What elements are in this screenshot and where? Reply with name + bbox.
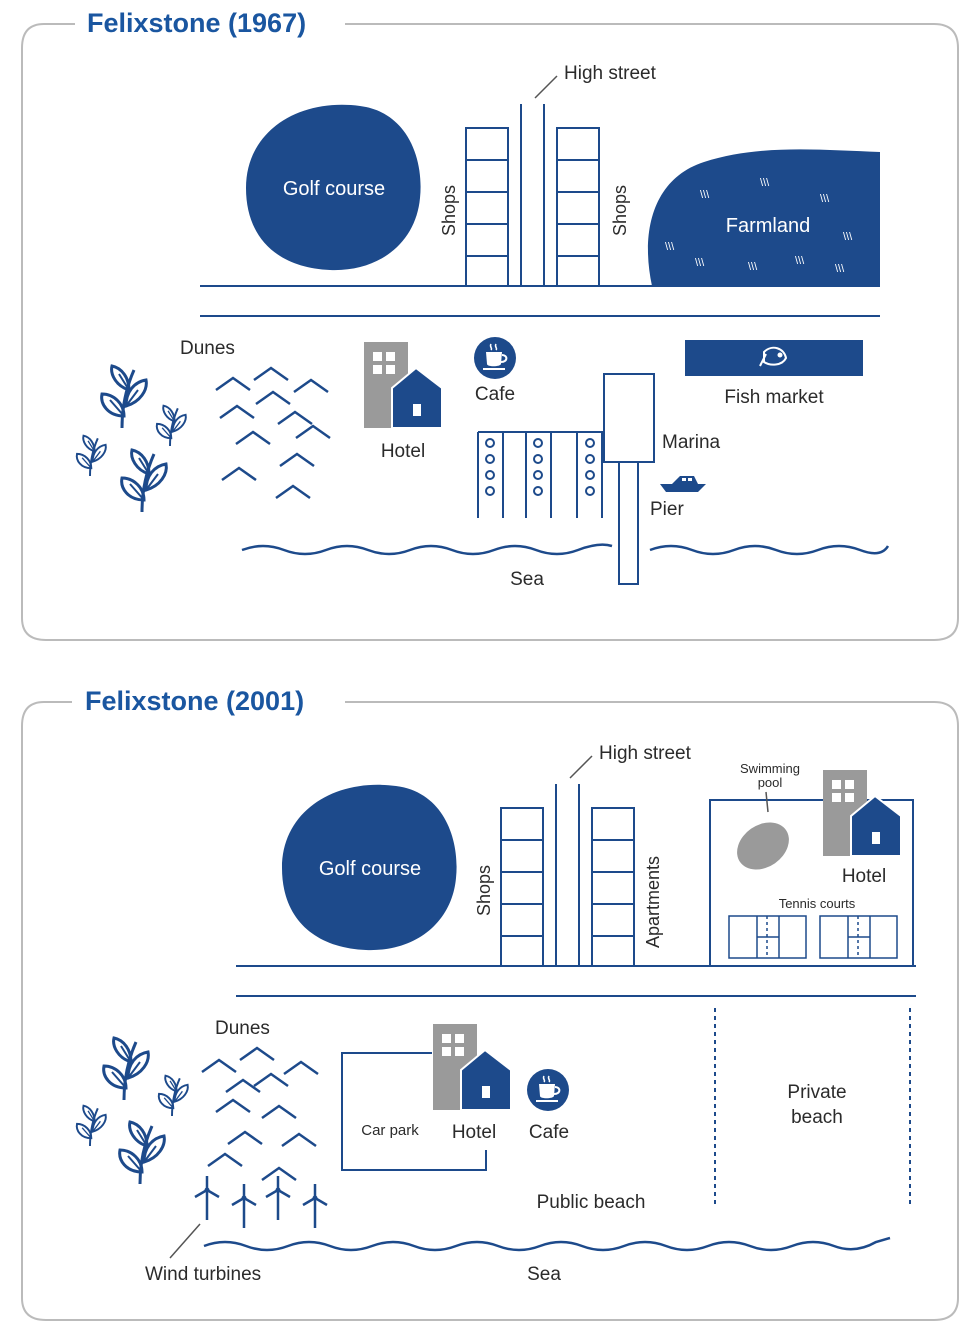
- golf-course-2001: [282, 784, 457, 951]
- svg-text:\\\: \\\: [760, 177, 770, 189]
- pier-label-1967: Pier: [650, 499, 684, 520]
- title-1967: Felixstone (1967): [87, 8, 306, 38]
- pier-1967: [603, 373, 655, 585]
- sea-wave-left-1967: [241, 543, 613, 556]
- wind-turbine-icon: [193, 1174, 329, 1230]
- private-beach-label-line2: beach: [791, 1107, 843, 1128]
- shops-right-label-1967: Shops: [610, 185, 630, 236]
- sea-wave-right-1967: [649, 544, 890, 556]
- hotel-top-label-2001: Hotel: [842, 866, 886, 887]
- map-1967: Felixstone (1967) High street Shops Shop…: [21, 8, 959, 641]
- apartments-2001: [591, 807, 635, 967]
- sea-label-1967: Sea: [510, 569, 544, 590]
- cafe-label-2001: Cafe: [529, 1122, 569, 1143]
- golf-course-label-2001: Golf course: [319, 858, 421, 880]
- sea-wave-2001: [203, 1236, 891, 1252]
- golf-course-label-1967: Golf course: [283, 178, 385, 200]
- hotel-label-1967: Hotel: [381, 441, 425, 462]
- svg-text:\\\: \\\: [820, 193, 830, 205]
- svg-text:\\\: \\\: [843, 231, 853, 243]
- fish-market-label-1967: Fish market: [724, 387, 824, 408]
- tennis-courts: [728, 915, 898, 959]
- marina-label-1967: Marina: [662, 432, 721, 453]
- private-beach-label-line1: Private: [787, 1082, 846, 1103]
- tennis-courts-label: Tennis courts: [779, 896, 856, 911]
- car-park-label: Car park: [361, 1122, 419, 1139]
- farmland-label-1967: Farmland: [726, 215, 810, 237]
- dunes-icon: [214, 366, 332, 500]
- sea-label-2001: Sea: [527, 1264, 561, 1285]
- shops-label-2001: Shops: [474, 865, 494, 916]
- shops-2001: [500, 807, 544, 967]
- svg-text:\\\: \\\: [795, 255, 805, 267]
- car-park-2001: [341, 1052, 487, 1171]
- map-2001: Felixstone (2001) High street Shops Apar…: [21, 686, 959, 1321]
- marina-1967: [477, 431, 604, 518]
- high-street-label-1967: High street: [564, 63, 657, 84]
- high-street-pointer-2001: [569, 755, 593, 779]
- svg-text:\\\: \\\: [835, 263, 845, 275]
- dunes-label-2001: Dunes: [215, 1018, 270, 1039]
- shrub-icon: [75, 1036, 189, 1186]
- wind-turbines-pointer: [169, 1223, 201, 1259]
- svg-text:\\\: \\\: [695, 257, 705, 269]
- apartments-label-2001: Apartments: [643, 856, 663, 948]
- cafe-label-1967: Cafe: [475, 384, 515, 405]
- hotel-icon: [822, 769, 902, 857]
- shops-right-1967: [556, 127, 600, 287]
- hotel-icon: [363, 341, 443, 429]
- frame-2001: [21, 701, 959, 1321]
- swimming-pool-label-line1: Swimming: [740, 761, 800, 776]
- dunes-label-1967: Dunes: [180, 338, 235, 359]
- boat-icon: [660, 476, 706, 492]
- svg-text:\\\: \\\: [700, 189, 710, 201]
- title-2001: Felixstone (2001): [85, 686, 304, 716]
- swimming-pool-label-line2: pool: [758, 775, 783, 790]
- cafe-icon: [473, 336, 517, 380]
- hotel-label-2001: Hotel: [452, 1122, 496, 1143]
- farmland-grass: \\\ \\\ \\\ \\\ \\\ \\\ \\\ \\\ \\\: [665, 177, 853, 275]
- svg-text:\\\: \\\: [665, 241, 675, 253]
- wind-turbines-label: Wind turbines: [145, 1264, 261, 1285]
- swimming-pool-pointer: [765, 791, 769, 813]
- cafe-icon: [526, 1068, 570, 1112]
- high-street-pointer: [534, 75, 558, 99]
- high-street-label-2001: High street: [599, 743, 692, 764]
- swimming-pool: [737, 822, 789, 870]
- shops-left-1967: [465, 127, 509, 287]
- public-beach-label: Public beach: [537, 1192, 646, 1213]
- farmland-1967: [647, 149, 880, 286]
- dunes-icon: [200, 1046, 320, 1182]
- golf-course-1967: [246, 104, 421, 271]
- fish-icon: [759, 346, 788, 367]
- fish-market-1967: [685, 340, 863, 376]
- shrub-icon: [75, 364, 187, 514]
- svg-text:\\\: \\\: [748, 261, 758, 273]
- shops-left-label-1967: Shops: [439, 185, 459, 236]
- hotel-icon: [432, 1023, 512, 1111]
- frame-1967: [21, 23, 959, 641]
